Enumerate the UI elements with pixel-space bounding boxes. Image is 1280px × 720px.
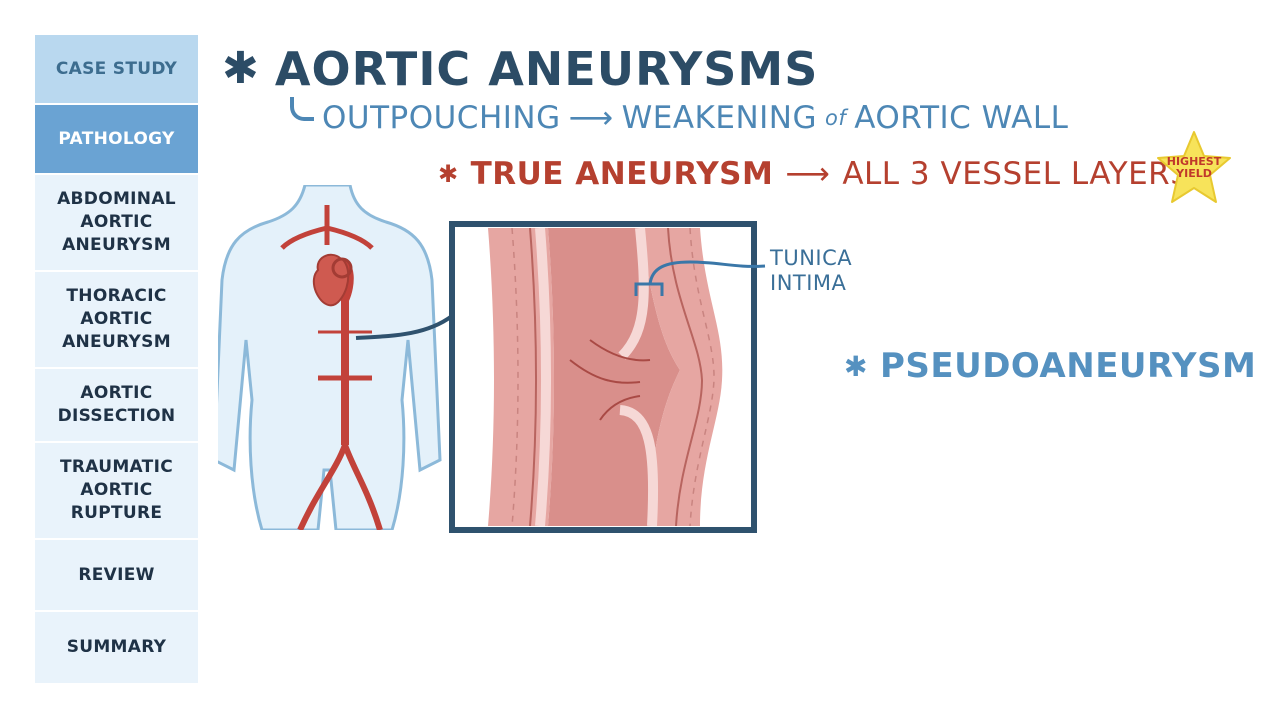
nav-summary[interactable]: SUMMARY [35,612,198,683]
nav-review-label: REVIEW [78,564,155,585]
true-aneurysm-line: ✱ TRUE ANEURYSM ⟶ ALL 3 VESSEL LAYERS [438,156,1190,192]
nav-summary-label: SUMMARY [66,637,167,657]
badge-text: HIGHEST YIELD [1154,156,1234,180]
hook-arrow-icon [290,97,314,121]
intima-pointer-line [648,260,766,285]
definition-of: of [824,106,847,130]
nav-aortic-dissection-label: AORTIC DISSECTION [57,383,176,426]
nav-pathology[interactable]: PATHOLOGY [35,105,198,173]
human-body-figure [218,185,442,530]
star-icon [1157,131,1231,203]
nav-traumatic-aortic-rupture-label: TRAUMATIC AORTIC RUPTURE [60,457,173,523]
asterisk-icon: ✱ [438,160,459,188]
nav-case-study-label: CASE STUDY [55,58,178,79]
nav-traumatic-aortic-rupture[interactable]: TRAUMATIC AORTIC RUPTURE [35,443,198,538]
nav-aortic-dissection[interactable]: AORTIC DISSECTION [35,369,198,441]
true-aneurysm-term: TRUE ANEURYSM [470,156,774,192]
title-row: ✱ AORTIC ANEURYSMS [222,42,818,96]
nav-review[interactable]: REVIEW [35,540,198,610]
zoom-connector-line [355,314,454,340]
pseudoaneurysm-line: ✱ PSEUDOANEURYSM [844,346,1256,386]
true-aneurysm-detail: ALL 3 VESSEL LAYERS [842,156,1191,192]
asterisk-icon: ✱ [222,43,259,94]
tunica-intima-label: TUNICA INTIMA [770,246,853,295]
nav-pathology-label: PATHOLOGY [58,128,175,149]
vessel-wall-closeup [456,228,750,526]
badge-line-1: HIGHEST [1166,155,1222,168]
nav-thoracic-aortic-aneurysm-label: THORACIC AORTIC ANEURYSM [62,286,171,352]
nav-case-study[interactable]: CASE STUDY [35,35,198,103]
definition-line: OUTPOUCHING ⟶ WEAKENING of AORTIC WALL [290,97,1069,136]
chapter-sidebar: CASE STUDY PATHOLOGY ABDOMINAL AORTIC AN… [35,35,198,685]
definition-weakening: WEAKENING [621,100,817,136]
definition-outpouching: OUTPOUCHING [322,100,561,136]
nav-abdominal-aortic-aneurysm[interactable]: ABDOMINAL AORTIC ANEURYSM [35,175,198,270]
nav-thoracic-aortic-aneurysm[interactable]: THORACIC AORTIC ANEURYSM [35,272,198,367]
pseudoaneurysm-term: PSEUDOANEURYSM [879,346,1257,386]
highest-yield-badge: HIGHEST YIELD [1154,128,1234,208]
zoom-frame [449,221,757,533]
intima-bracket [634,282,664,296]
page-title: AORTIC ANEURYSMS [274,42,819,96]
definition-aortic-wall: AORTIC WALL [854,100,1069,136]
right-arrow-icon: ⟶ [785,156,831,192]
badge-line-2: YIELD [1176,167,1212,180]
nav-abdominal-aortic-aneurysm-label: ABDOMINAL AORTIC ANEURYSM [57,189,176,255]
asterisk-icon: ✱ [844,349,868,383]
right-arrow-icon: ⟶ [568,100,614,136]
